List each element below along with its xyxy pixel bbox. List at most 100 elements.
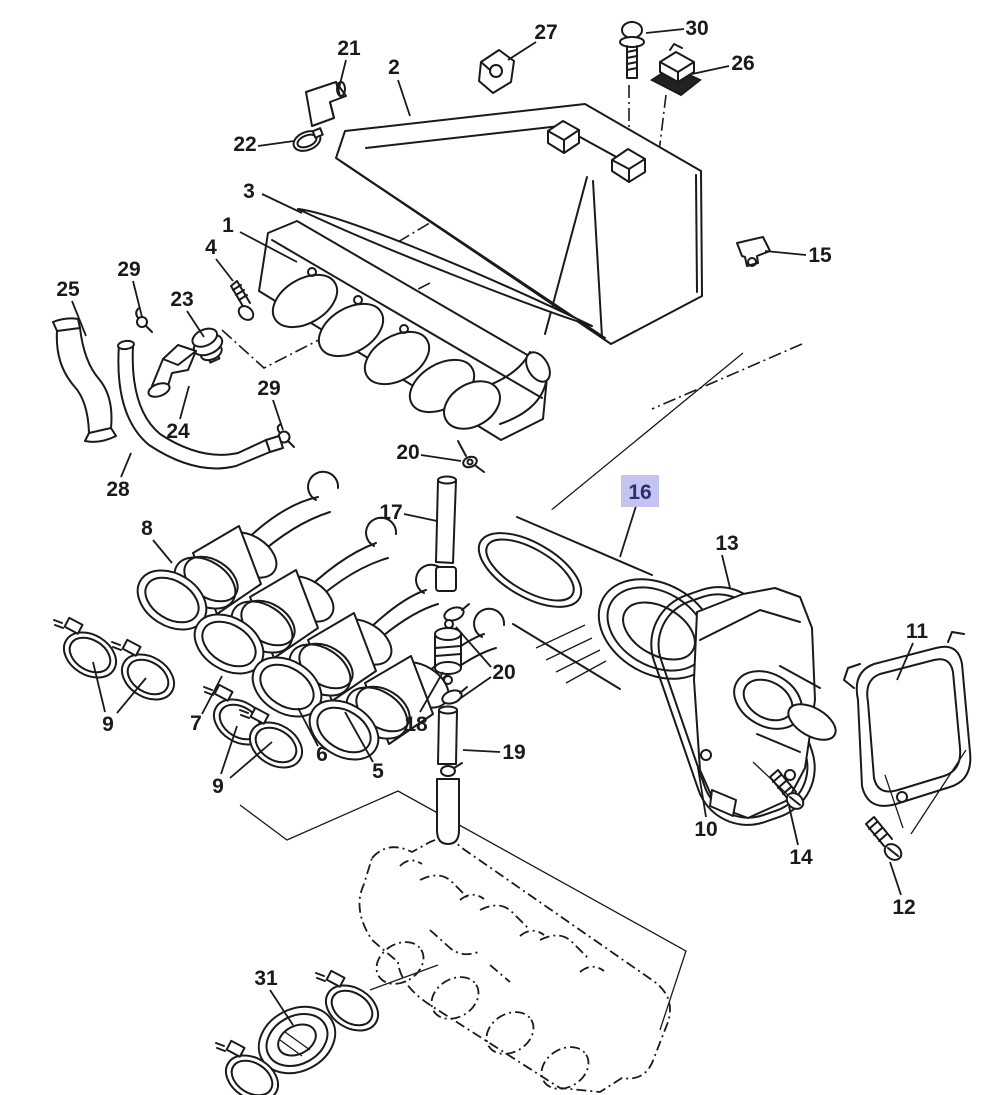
part-number: 12	[892, 896, 915, 919]
part-label-15[interactable]: 15	[764, 244, 832, 267]
part-number: 20	[396, 441, 419, 464]
part-label-3[interactable]: 3	[243, 180, 303, 214]
leader-line	[120, 452, 132, 478]
part-label-11[interactable]: 11	[896, 620, 929, 681]
part-label-22[interactable]: 22	[233, 133, 295, 156]
leader-line	[201, 675, 223, 715]
part-label-19[interactable]: 19	[462, 741, 526, 764]
leader-line	[186, 310, 205, 338]
part-label-2[interactable]: 2	[388, 56, 411, 117]
part-number: 9	[212, 775, 224, 798]
leader-line	[896, 642, 914, 681]
part-label-18[interactable]: 18	[404, 671, 444, 736]
breather-elbow	[305, 81, 347, 127]
breather-hose	[117, 339, 284, 470]
leader-line	[721, 554, 731, 589]
part-number: 7	[190, 712, 202, 735]
part-label-1[interactable]: 1	[222, 214, 298, 263]
part-number: 14	[789, 846, 813, 869]
part-label-5[interactable]: 5	[344, 711, 384, 783]
part-number: 25	[56, 278, 80, 301]
leader-line	[403, 513, 438, 522]
part-label-16[interactable]: 16	[619, 475, 659, 558]
part-number: 5	[372, 760, 384, 783]
part-label-20[interactable]: 20	[455, 626, 516, 701]
case-seal	[297, 208, 593, 327]
part-number: 26	[731, 52, 754, 75]
flange-bolt	[619, 21, 645, 79]
small-clamp-20	[462, 455, 485, 473]
part-label-30[interactable]: 30	[645, 17, 709, 40]
part-label-29[interactable]: 29	[117, 258, 143, 318]
part-label-29[interactable]: 29	[257, 377, 284, 431]
part-label-28[interactable]: 28	[106, 452, 132, 501]
vent-hose	[435, 475, 457, 592]
leader-line	[764, 250, 807, 256]
part-label-4[interactable]: 4	[205, 236, 234, 282]
leader-line	[215, 258, 234, 282]
part-label-14[interactable]: 14	[788, 805, 813, 869]
case-bracket	[736, 236, 771, 267]
part-label-31[interactable]: 31	[254, 967, 294, 1026]
part-label-9[interactable]: 9	[212, 725, 273, 798]
highlight-box	[621, 475, 659, 507]
leader-line	[645, 28, 685, 34]
leader-line	[152, 539, 173, 564]
plate-screw	[230, 280, 255, 321]
part-number: 1	[222, 214, 234, 237]
part-number: 4	[205, 236, 217, 259]
elbow-union	[147, 344, 197, 398]
leader-line	[92, 661, 106, 713]
leader-line	[397, 79, 411, 117]
part-number: 20	[492, 661, 515, 684]
part-label-7[interactable]: 7	[190, 675, 223, 735]
part-label-13[interactable]: 13	[715, 532, 739, 589]
leader-line	[619, 505, 637, 558]
part-number: 19	[502, 741, 525, 764]
part-label-20[interactable]: 20	[396, 441, 462, 464]
part-number: 29	[117, 258, 140, 281]
part-number: 9	[102, 713, 114, 736]
part-label-25[interactable]: 25	[56, 278, 87, 337]
cap-cover	[843, 631, 972, 835]
leader-line	[507, 41, 537, 61]
hose-clip	[135, 307, 153, 333]
part-number: 13	[715, 532, 738, 555]
leader-line	[269, 989, 294, 1026]
part-label-8[interactable]: 8	[141, 517, 173, 564]
part-number: 31	[254, 967, 278, 990]
leader-line	[889, 861, 902, 896]
part-number: 8	[141, 517, 153, 540]
case-cap	[693, 587, 837, 819]
cap-screw	[769, 769, 805, 810]
part-label-21[interactable]: 21	[337, 37, 361, 93]
part-label-6[interactable]: 6	[297, 707, 328, 766]
part-label-27[interactable]: 27	[507, 21, 558, 61]
part-number: 30	[685, 17, 708, 40]
part-number: 10	[694, 818, 717, 841]
part-label-12[interactable]: 12	[889, 861, 916, 919]
part-label-23[interactable]: 23	[170, 288, 205, 338]
part-number: 27	[534, 21, 557, 44]
pipe-fitting	[191, 327, 224, 364]
part-number: 11	[906, 620, 929, 643]
leader-line	[261, 193, 303, 214]
part-number: 16	[628, 481, 651, 504]
part-label-9[interactable]: 9	[92, 661, 147, 736]
part-label-10[interactable]: 10	[694, 767, 718, 841]
leader-line	[71, 300, 87, 337]
leader-line	[116, 677, 147, 714]
worm-clamp-9	[53, 616, 126, 688]
part-label-26[interactable]: 26	[691, 52, 755, 75]
hose-clip	[276, 423, 295, 448]
part-number: 18	[404, 713, 428, 736]
part-number: 28	[106, 478, 130, 501]
part-number: 2	[388, 56, 400, 79]
part-label-24[interactable]: 24	[166, 385, 190, 443]
part-number: 3	[243, 180, 255, 203]
leader-line	[697, 767, 707, 818]
leader-line	[457, 676, 492, 701]
part-label-17[interactable]: 17	[379, 501, 438, 524]
bent-hose	[52, 317, 117, 443]
